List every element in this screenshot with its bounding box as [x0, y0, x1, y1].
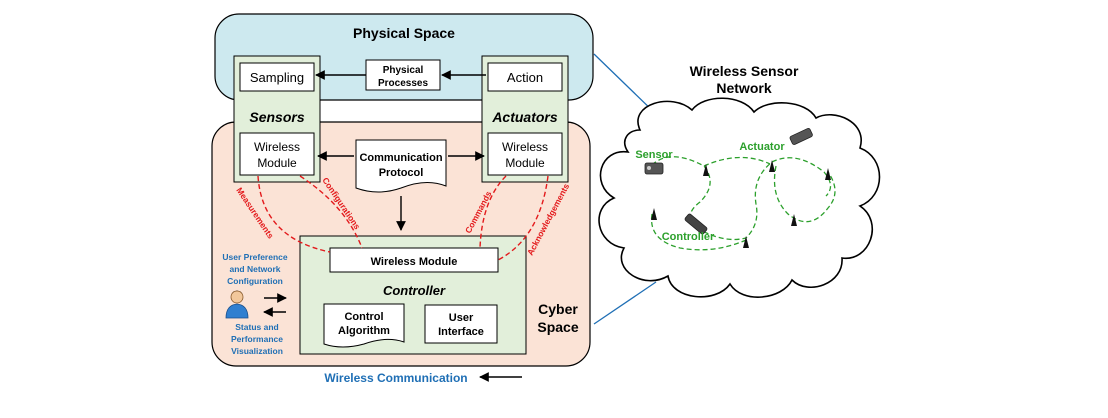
- communication-protocol-box: [355, 139, 447, 193]
- sampling-box: [239, 62, 315, 92]
- wsn-cloud: [598, 97, 881, 298]
- user-preference-line2: and Network: [229, 264, 280, 274]
- user-interface-box: [424, 304, 498, 344]
- physical-space-title: Physical Space: [353, 25, 455, 41]
- antenna-node-3-icon: [825, 168, 831, 180]
- user-preference-line3: Configuration: [227, 276, 283, 286]
- sensors-wireless-label: Wireless: [254, 140, 300, 154]
- status-line1: Status and: [235, 322, 278, 332]
- sensor-device-icon: [644, 162, 664, 175]
- antenna-node-2-icon: [769, 160, 775, 172]
- controller-title: Controller: [383, 283, 446, 298]
- wsn-controller-label: Controller: [662, 231, 715, 243]
- antenna-node-1-icon: [703, 164, 709, 176]
- actuators-wireless-module-box: [487, 132, 563, 176]
- antenna-node-5-icon: [791, 214, 797, 226]
- link-configurations: [299, 175, 363, 249]
- sensors-module-label: Module: [257, 156, 297, 170]
- status-line3: Visualization: [231, 346, 283, 356]
- user-icon: [225, 290, 249, 319]
- cyber-space-line1: Cyber: [538, 301, 578, 317]
- actuators-wireless-label: Wireless: [502, 140, 548, 154]
- action-label: Action: [507, 70, 543, 85]
- status-line2: Performance: [231, 334, 283, 344]
- antenna-node-4-icon: [651, 208, 657, 220]
- user-interface-line1: User: [449, 312, 474, 324]
- sampling-label: Sampling: [250, 70, 304, 85]
- actuators-title: Actuators: [491, 109, 558, 125]
- wsn-title-line2: Network: [716, 80, 771, 96]
- sensors-title: Sensors: [249, 109, 304, 125]
- controller-wireless-module-box: [329, 247, 499, 273]
- wireless-communication-label: Wireless Communication: [324, 371, 467, 385]
- connector-lower: [593, 281, 657, 325]
- physical-processes-line2: Processes: [378, 78, 428, 89]
- protocol-line1: Communication: [359, 152, 442, 164]
- control-algorithm-line1: Control: [344, 311, 383, 323]
- controller-wireless-label: Wireless Module: [371, 256, 458, 268]
- wsn-link-right: [703, 156, 836, 223]
- antenna-node-6-icon: [743, 236, 749, 248]
- protocol-line2: Protocol: [379, 167, 424, 179]
- user-preference-line1: User Preference: [222, 252, 287, 262]
- user-interface-line2: Interface: [438, 326, 484, 338]
- wsn-sensor-label: Sensor: [635, 149, 673, 161]
- controller-device-icon: [684, 213, 708, 235]
- actuators-module-label: Module: [505, 156, 545, 170]
- sensors-wireless-module-box: [239, 132, 315, 176]
- wsn-actuator-label: Actuator: [739, 141, 785, 153]
- physical-processes-box: [365, 59, 441, 91]
- link-measurements: [257, 175, 331, 253]
- actuator-device-icon: [789, 127, 813, 145]
- link-acknowledgements: [497, 175, 549, 261]
- control-algorithm-box: [323, 303, 405, 348]
- wsn-link-lower-left: [650, 213, 747, 251]
- link-commands: [479, 175, 507, 249]
- control-algorithm-line2: Algorithm: [338, 325, 390, 337]
- physical-processes-line1: Physical: [383, 65, 424, 76]
- action-box: [487, 62, 563, 92]
- cyber-space-line2: Space: [537, 319, 578, 335]
- wsn-title-line1: Wireless Sensor: [690, 63, 799, 79]
